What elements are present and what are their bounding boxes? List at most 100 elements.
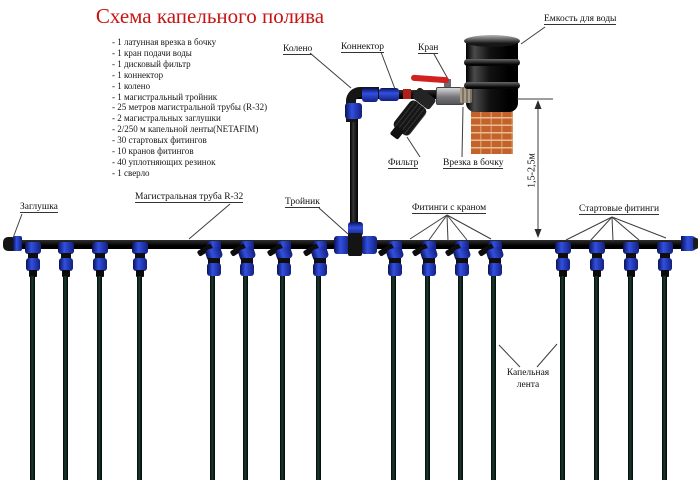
fitting-tip bbox=[593, 270, 601, 277]
starter-fitting bbox=[554, 242, 572, 480]
fitting-tip bbox=[29, 270, 37, 277]
right-end-plug-tip bbox=[693, 238, 698, 249]
starter-fitting bbox=[57, 242, 75, 480]
label-starter-fittings: Стартовые фитинги bbox=[579, 204, 660, 215]
component-list-item: - 40 уплотняющих резинок bbox=[112, 156, 216, 167]
fitting-coupling bbox=[240, 241, 254, 251]
component-list-item: - 1 дисковый фильтр bbox=[112, 58, 191, 69]
drip-tape-line bbox=[560, 276, 565, 480]
fitting-neck bbox=[626, 253, 636, 259]
dimension-arrowheads bbox=[534, 100, 542, 238]
connector-coupling bbox=[362, 88, 378, 102]
label-drip-tape-line1: Капельная bbox=[506, 368, 550, 378]
tee-top-coupling bbox=[348, 222, 363, 236]
left-end-plug bbox=[3, 237, 14, 251]
fitting-neck bbox=[95, 253, 105, 259]
fitting-neck bbox=[135, 253, 145, 259]
fitting-coupling bbox=[92, 242, 108, 254]
fitting-coupling bbox=[455, 241, 469, 251]
fitting-tip bbox=[136, 270, 144, 277]
drip-tape-line bbox=[210, 276, 215, 480]
fitting-coupling bbox=[132, 242, 148, 254]
barrel-rim bbox=[464, 35, 520, 47]
drip-tape-line bbox=[594, 276, 599, 480]
fitting-barrel bbox=[488, 263, 502, 276]
fitting-barrel bbox=[207, 263, 221, 276]
connector-coupling bbox=[379, 88, 399, 101]
fitting-barrel bbox=[455, 263, 469, 276]
component-list-item: - 1 кран подачи воды bbox=[112, 47, 192, 58]
fitting-barrel bbox=[658, 258, 672, 271]
component-list-item: - 1 латунная врезка в бочку bbox=[112, 37, 217, 47]
component-list-item: - 2/250 м капельной ленты(NETAFIM) bbox=[112, 124, 259, 135]
starter-fitting bbox=[24, 242, 42, 480]
fitting-coupling bbox=[422, 241, 436, 251]
label-plug: Заглушка bbox=[20, 202, 58, 213]
riser-pipe bbox=[350, 108, 358, 230]
page-title: Схема капельного полива bbox=[95, 4, 325, 28]
fitting-barrel bbox=[59, 258, 73, 271]
component-list-item: - 30 стартовых фитингов bbox=[112, 135, 207, 146]
tee-right-coupling bbox=[361, 236, 377, 254]
pipe-red-band bbox=[403, 89, 411, 99]
fitting-barrel bbox=[624, 258, 638, 271]
fitting-coupling bbox=[313, 241, 327, 251]
fitting-coupling bbox=[277, 241, 291, 251]
left-end-plug-ring bbox=[13, 236, 22, 251]
fitting-collar bbox=[389, 258, 401, 264]
component-list-item: - 1 магистральный тройник bbox=[112, 91, 218, 102]
brick-pedestal bbox=[471, 111, 513, 154]
fitting-tip bbox=[62, 270, 70, 277]
fitting-barrel bbox=[93, 258, 107, 271]
component-list-item: - 10 кранов фитингов bbox=[112, 146, 194, 157]
starter-fitting bbox=[588, 242, 606, 480]
fitting-barrel bbox=[240, 263, 254, 276]
fitting-barrel bbox=[556, 258, 570, 271]
brass-barrel-insert bbox=[460, 87, 472, 103]
fitting-coupling bbox=[657, 242, 673, 254]
fitting-tip bbox=[559, 270, 567, 277]
fitting-coupling bbox=[388, 241, 402, 251]
fitting-barrel bbox=[422, 263, 436, 276]
valve-fitting bbox=[444, 241, 474, 480]
components-list: - 1 латунная врезка в бочку- 1 кран пода… bbox=[112, 37, 267, 179]
tap-stem bbox=[444, 79, 451, 89]
fitting-coupling bbox=[488, 241, 502, 251]
drip-tape-line bbox=[97, 276, 102, 480]
fitting-neck bbox=[61, 253, 71, 259]
barrel-ridge bbox=[464, 59, 520, 66]
fitting-collar bbox=[489, 258, 501, 264]
valve-fitting bbox=[196, 241, 226, 480]
tee-fitting bbox=[348, 233, 362, 256]
fitting-neck bbox=[28, 253, 38, 259]
fitting-barrel bbox=[313, 263, 327, 276]
fitting-coupling bbox=[555, 242, 571, 254]
label-filter: Фильтр bbox=[388, 158, 419, 169]
valve-fitting bbox=[266, 241, 296, 480]
valve-fitting bbox=[302, 241, 332, 480]
drip-tape-line bbox=[63, 276, 68, 480]
label-drip-tape: Капельная лента bbox=[496, 367, 560, 391]
starter-fitting bbox=[131, 242, 149, 480]
fitting-neck bbox=[558, 253, 568, 259]
component-list-item: - 1 коннектор bbox=[112, 69, 164, 80]
component-list-item: - 1 сверло bbox=[112, 167, 150, 178]
fitting-coupling bbox=[207, 241, 221, 251]
label-tee: Тройник bbox=[285, 197, 320, 208]
valve-fitting bbox=[229, 241, 259, 480]
fitting-barrel bbox=[590, 258, 604, 271]
tee-left-coupling bbox=[334, 236, 350, 254]
fitting-coupling bbox=[58, 242, 74, 254]
connector-coupling bbox=[345, 103, 362, 119]
drip-tape-line bbox=[628, 276, 633, 480]
water-barrel bbox=[466, 40, 518, 112]
drip-tape-line bbox=[280, 276, 285, 480]
starter-fitting bbox=[91, 242, 109, 480]
fitting-barrel bbox=[26, 258, 40, 271]
drip-tape-line bbox=[30, 276, 35, 480]
component-list-item: - 25 метров магистральной трубы (R-32) bbox=[112, 102, 268, 113]
label-valve-fittings: Фитинги с краном bbox=[412, 203, 487, 214]
fitting-collar bbox=[423, 258, 435, 264]
